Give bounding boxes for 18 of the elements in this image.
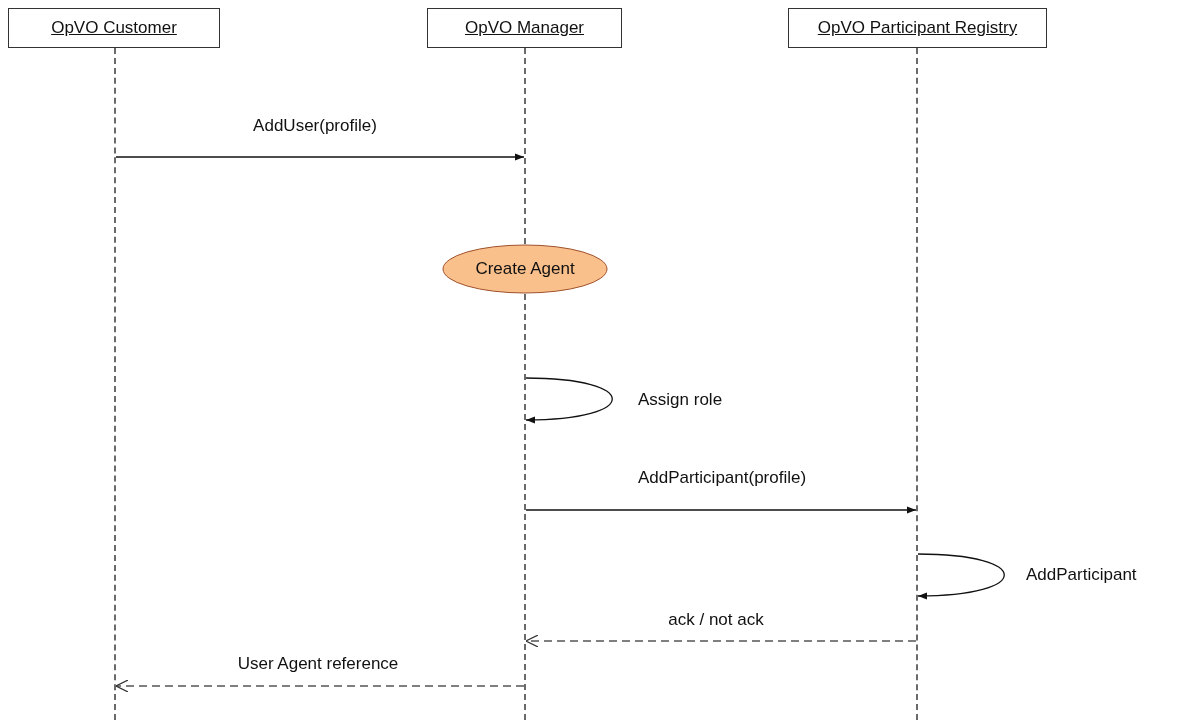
- edge-label: AddUser(profile): [251, 116, 379, 136]
- lifeline: [524, 294, 526, 720]
- participant-box: OpVO Manager: [427, 8, 622, 48]
- message-arrow: [115, 679, 525, 693]
- message-arrow: [525, 634, 917, 648]
- process-ellipse: Create Agent: [442, 244, 608, 294]
- lifeline: [916, 48, 918, 720]
- message-arrow: [115, 153, 525, 161]
- edge-label: AddParticipant(profile): [635, 468, 809, 488]
- message-arrow: [525, 506, 917, 514]
- self-message-arrow: [525, 377, 613, 424]
- edge-label: Assign role: [636, 390, 725, 410]
- lifeline: [114, 48, 116, 720]
- edge-label: AddParticipant: [1024, 565, 1139, 585]
- participant-box: OpVO Customer: [8, 8, 220, 48]
- participant-box: OpVO Participant Registry: [788, 8, 1047, 48]
- lifeline: [524, 48, 526, 244]
- self-message-arrow: [917, 553, 1005, 600]
